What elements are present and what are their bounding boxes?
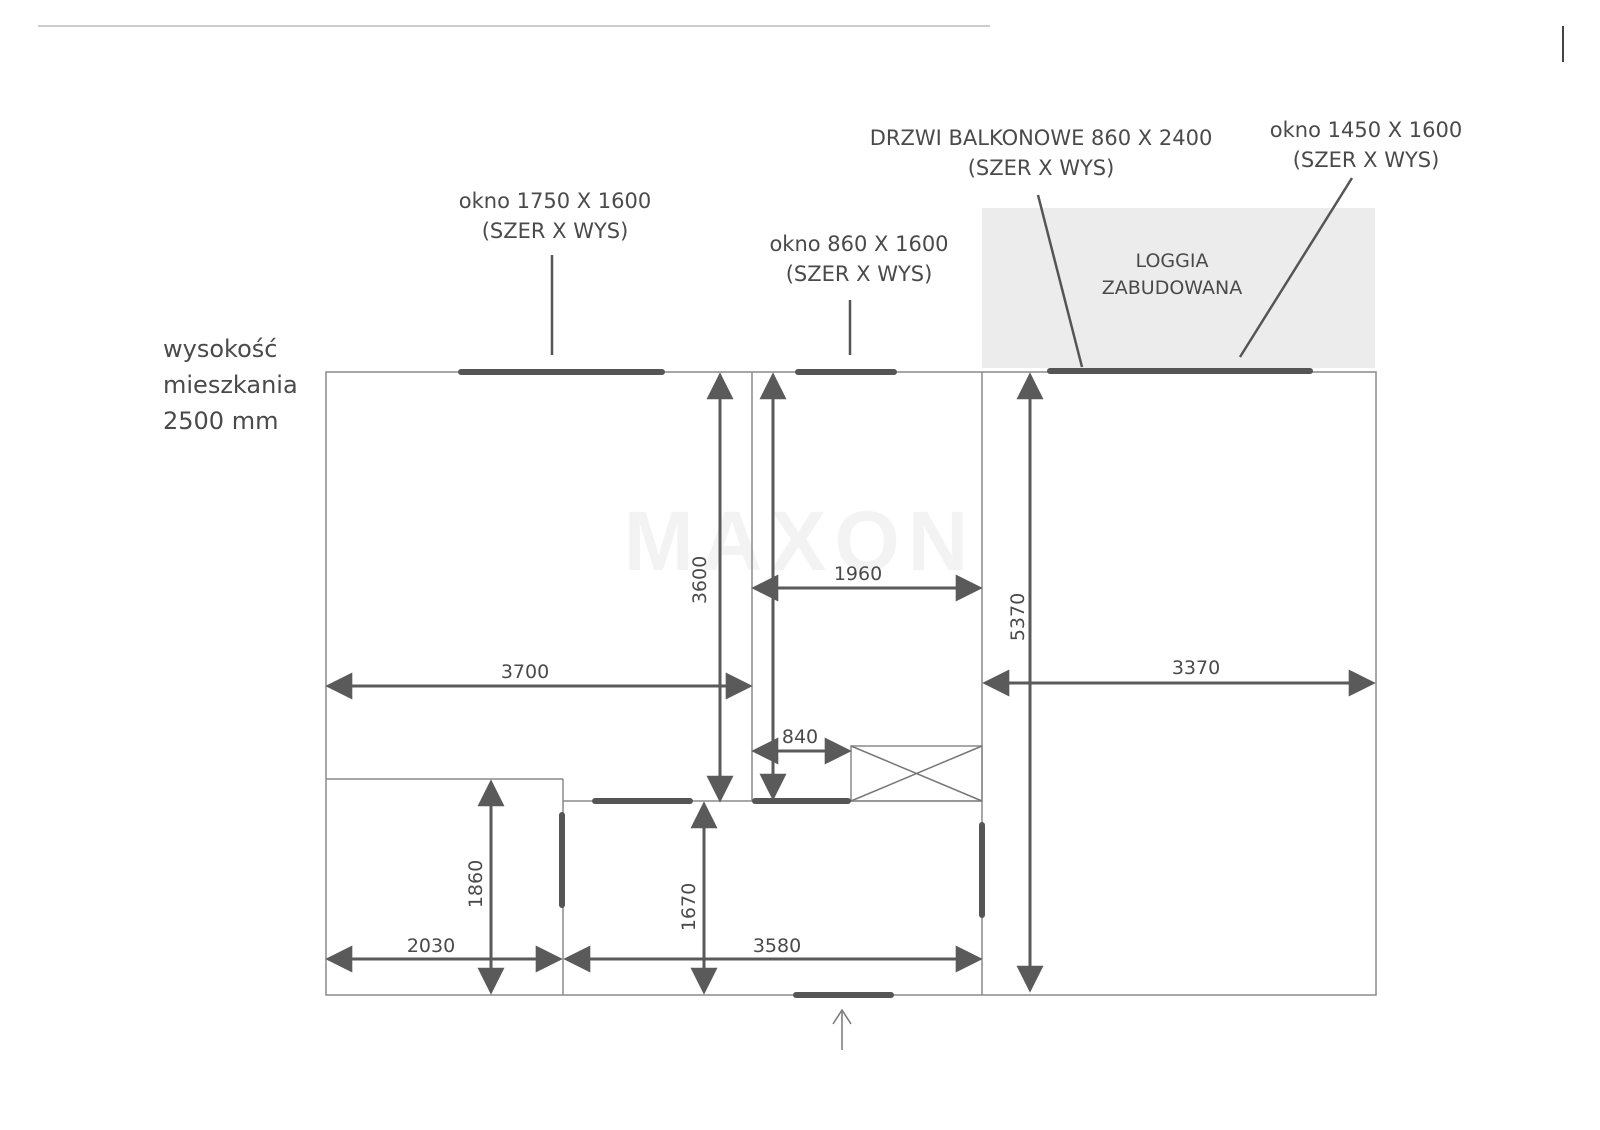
appliance-cross-b — [850, 745, 983, 802]
dim-label-3600: 3600 — [689, 556, 711, 604]
height-note-line-3: 2500 mm — [163, 407, 278, 435]
loggia-label-line-1: LOGGIA — [1136, 250, 1209, 272]
leader-balcony-door — [1036, 194, 1084, 368]
window-right-title: okno 1450 X 1600 — [1270, 118, 1462, 142]
watermark: MAXON — [624, 494, 977, 588]
balcony-door-sub: (SZER X WYS) — [968, 156, 1115, 180]
dim-label-3700: 3700 — [501, 661, 549, 683]
window-left-title: okno 1750 X 1600 — [459, 189, 651, 213]
height-note-line-2: mieszkania — [163, 371, 298, 399]
dim-label-840: 840 — [782, 726, 818, 748]
loggia-label-line-2: ZABUDOWANA — [1102, 277, 1243, 299]
leader-window-right — [1238, 177, 1354, 358]
entrance-arrow-head — [832, 1008, 852, 1025]
dim-label-1960: 1960 — [834, 563, 882, 585]
height-note-line-1: wysokość — [163, 335, 277, 363]
balcony-door-title: DRZWI BALKONOWE 860 X 2400 — [870, 126, 1213, 150]
dim-label-3580: 3580 — [753, 935, 801, 957]
window-right-sub: (SZER X WYS) — [1293, 148, 1440, 172]
window-middle-title: okno 860 X 1600 — [769, 232, 948, 256]
dim-label-1860: 1860 — [465, 860, 487, 908]
dim-label-3370: 3370 — [1172, 657, 1220, 679]
window-left-sub: (SZER X WYS) — [482, 219, 629, 243]
dim-label-5370: 5370 — [1007, 593, 1029, 641]
kitchen-appliance-box — [850, 745, 983, 802]
dim-label-1670: 1670 — [678, 883, 700, 931]
dim-label-2030: 2030 — [407, 935, 455, 957]
window-middle-sub: (SZER X WYS) — [786, 262, 933, 286]
